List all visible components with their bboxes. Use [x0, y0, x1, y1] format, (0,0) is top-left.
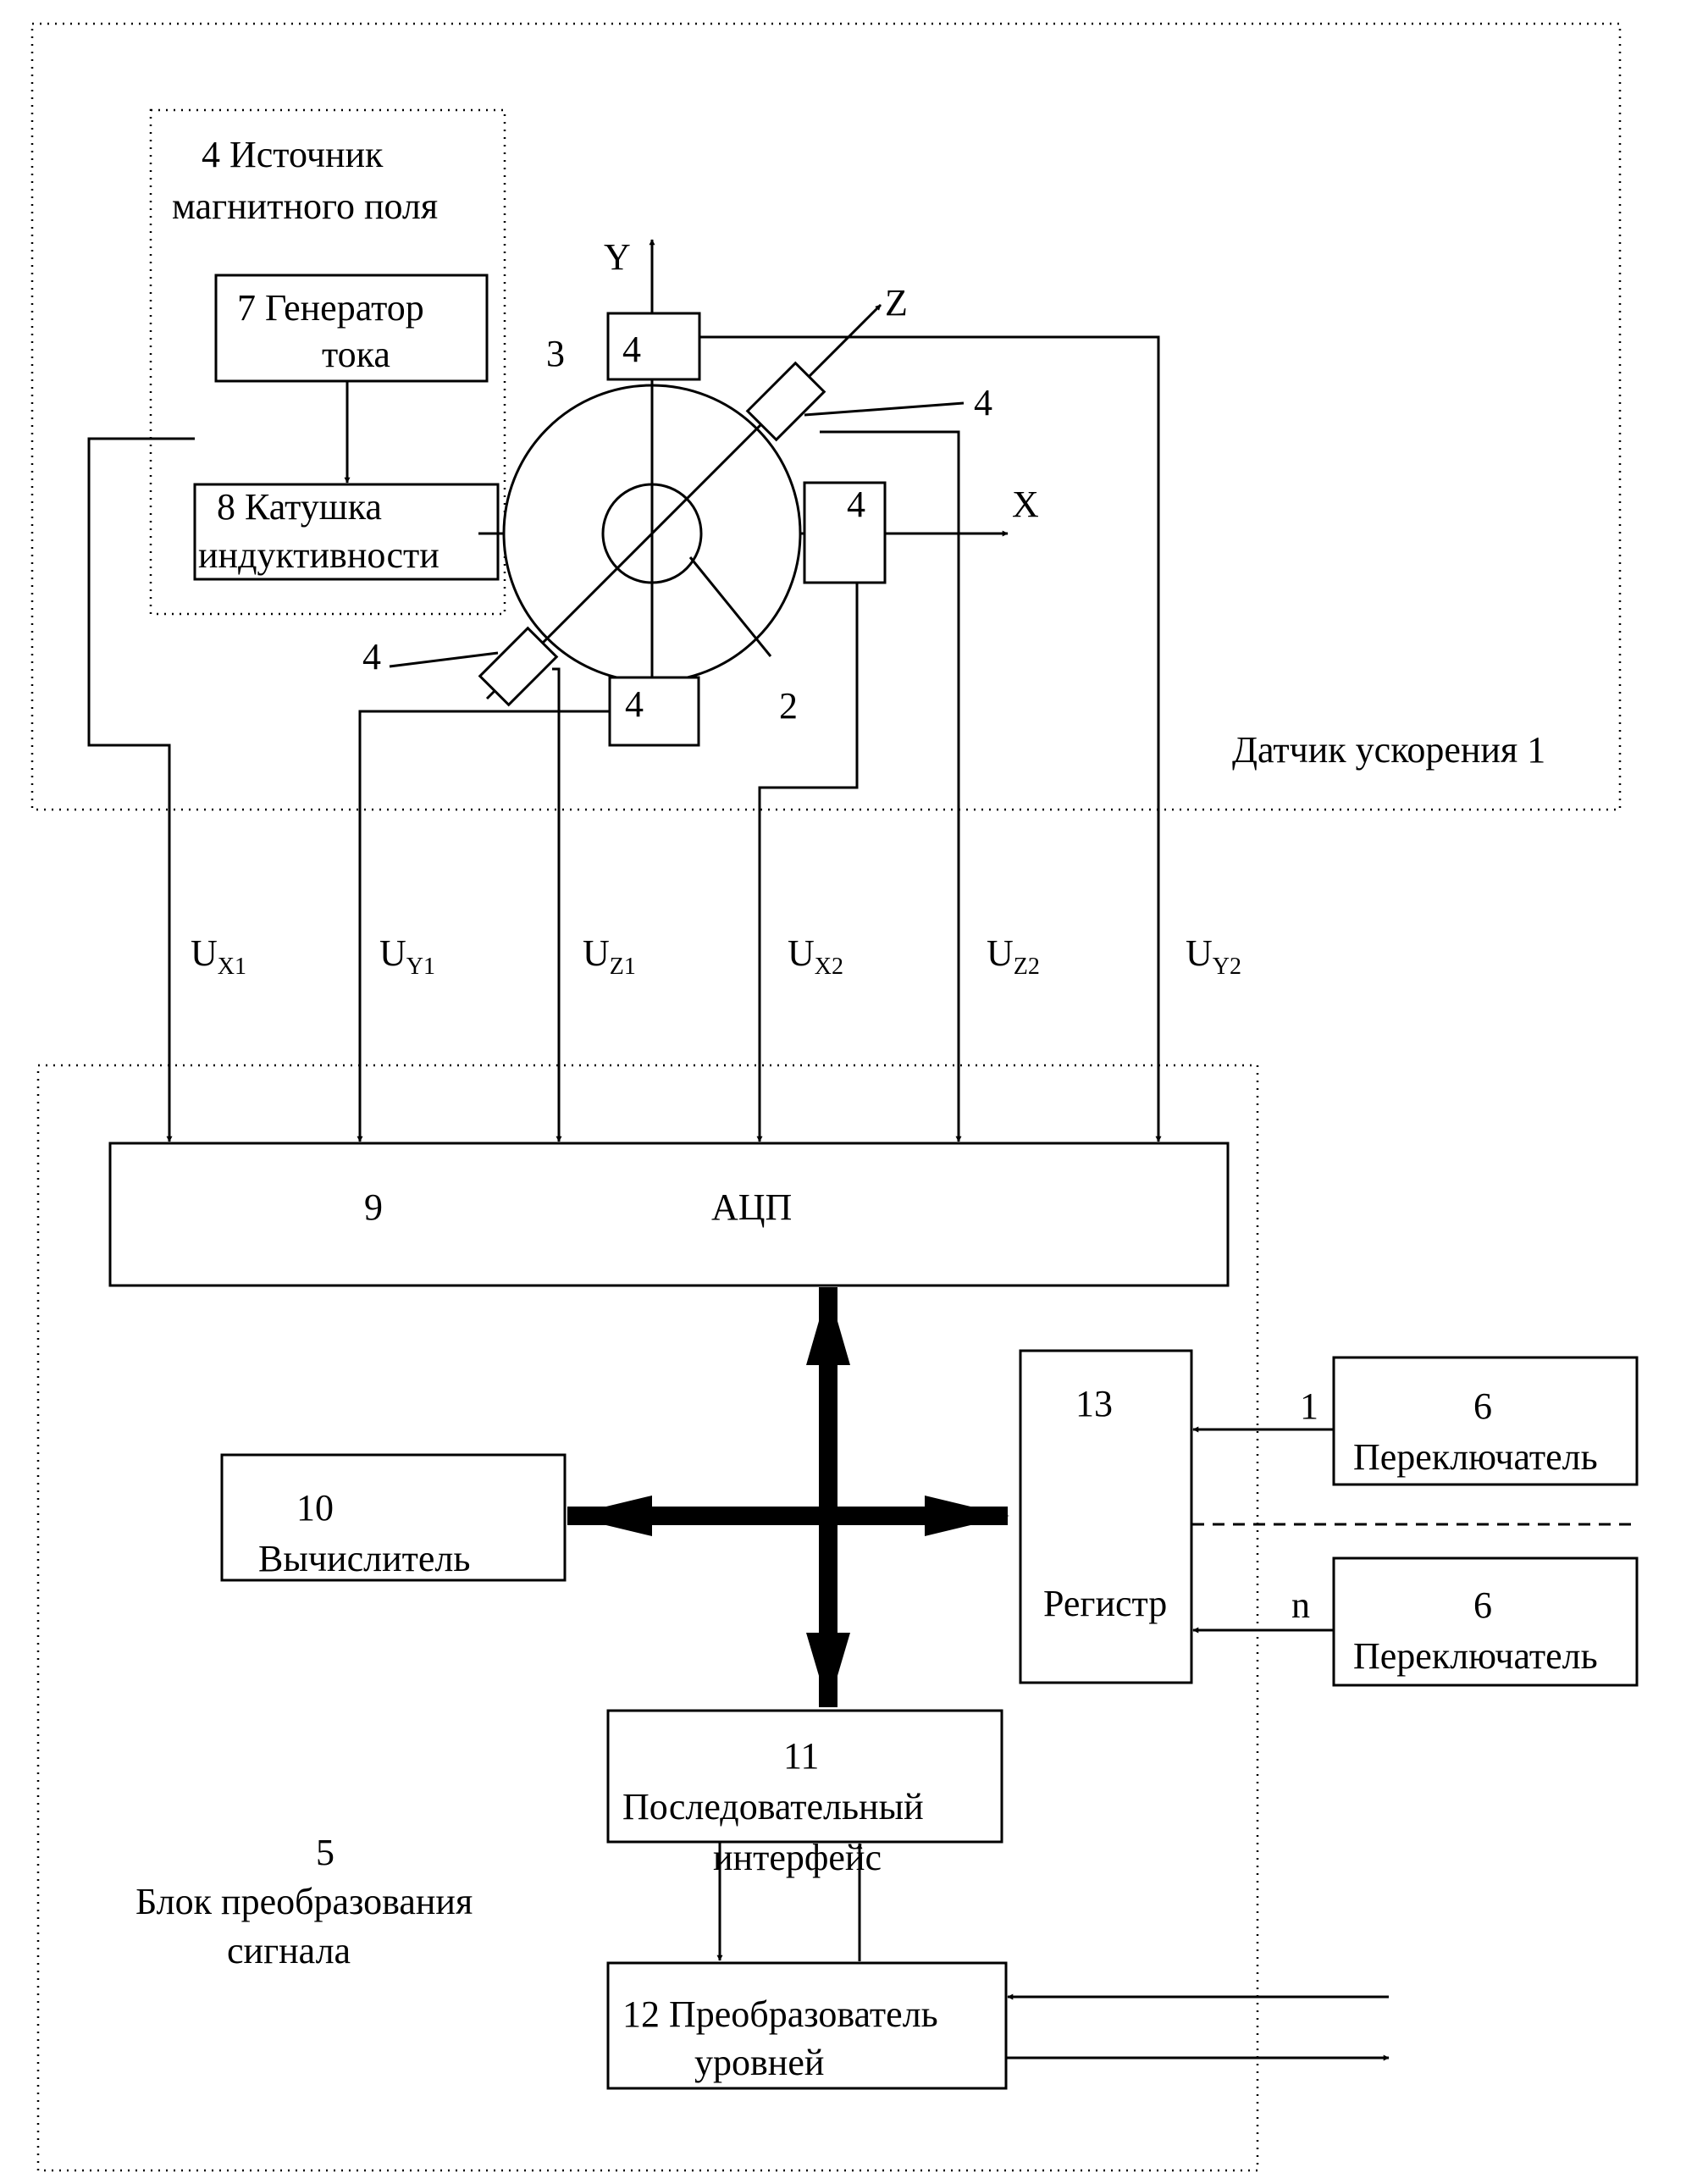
current-generator-line2: тока	[322, 334, 390, 375]
bus-arrow-left	[567, 1496, 652, 1536]
current-generator-line1: 7 Генератор	[237, 287, 424, 329]
adc-number: 9	[364, 1186, 383, 1228]
bus-arrow-down	[806, 1633, 850, 1707]
ring-label: 3	[546, 333, 565, 374]
signal-uy1: UY1	[379, 932, 435, 980]
magnet-x-right-label: 4	[847, 484, 865, 525]
magnet-z-upper-leader	[804, 403, 964, 415]
signal-uy2: UY2	[1186, 932, 1241, 980]
level-converter-line1: 12 Преобразователь	[622, 1993, 938, 2035]
bus-arrow-right	[925, 1496, 1009, 1536]
core-label: 2	[779, 685, 798, 727]
converter-number: 5	[316, 1832, 334, 1873]
level-converter-line2: уровней	[694, 2042, 824, 2083]
magnet-x-right	[804, 483, 885, 583]
switch-n-label: Переключатель	[1353, 1635, 1598, 1677]
adc-label: АЦП	[711, 1186, 792, 1228]
x-axis-label: X	[1012, 484, 1039, 525]
magnet-y-bottom	[610, 677, 699, 745]
computer-label: Вычислитель	[258, 1538, 470, 1579]
wire-ux2	[760, 583, 857, 1142]
serial-interface-line2: интерфейс	[713, 1837, 882, 1878]
serial-interface-line1: Последовательный	[622, 1786, 924, 1827]
converter-line2: сигнала	[227, 1930, 351, 1971]
y-axis-label: Y	[604, 236, 631, 278]
magnet-y-top-label: 4	[622, 329, 641, 370]
switch-1-number: 6	[1473, 1385, 1492, 1427]
field-source-title: 4 Источник	[202, 134, 384, 175]
magnet-z-lower-label: 4	[362, 636, 381, 677]
wire-uy1	[360, 711, 610, 1142]
inductance-coil-line2: индуктивности	[198, 534, 439, 576]
computer-number: 10	[296, 1487, 334, 1529]
sensor-caption: Датчик ускорения 1	[1232, 729, 1545, 771]
register-label: Регистр	[1043, 1583, 1167, 1624]
wire-ux1	[89, 439, 195, 1142]
serial-interface-number: 11	[783, 1735, 819, 1777]
register-number: 13	[1075, 1383, 1113, 1424]
switch-1-index: 1	[1300, 1385, 1318, 1427]
bus-arrow-up	[806, 1289, 850, 1365]
magnet-y-bottom-label: 4	[625, 683, 644, 725]
switch-n-number: 6	[1473, 1584, 1492, 1626]
z-axis-label: Z	[885, 282, 908, 323]
signal-ux2: UX2	[788, 932, 843, 980]
magnet-z-lower-leader	[390, 653, 498, 666]
field-source-subtitle: магнитного поля	[172, 185, 438, 227]
inductance-coil-line1: 8 Катушка	[217, 486, 382, 528]
signal-uz1: UZ1	[583, 932, 636, 980]
signal-ux1: UX1	[191, 932, 246, 980]
signal-uz2: UZ2	[987, 932, 1040, 980]
switch-1-label: Переключатель	[1353, 1436, 1598, 1478]
adc-box	[110, 1143, 1228, 1286]
magnet-z-upper-label: 4	[974, 382, 992, 423]
wire-uz1	[552, 669, 559, 1142]
converter-line1: Блок преобразования	[135, 1881, 473, 1922]
switch-n-index: n	[1291, 1584, 1310, 1626]
